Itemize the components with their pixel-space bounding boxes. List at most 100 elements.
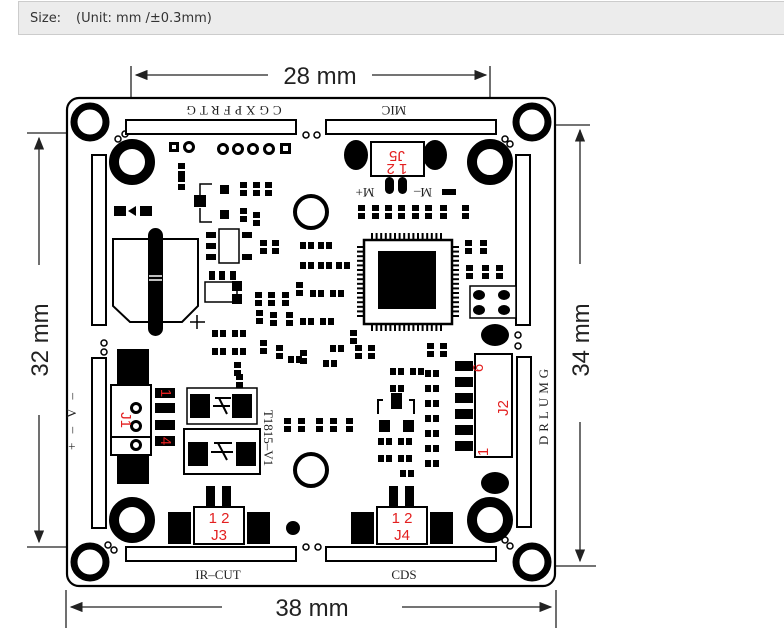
passive-pad (398, 385, 404, 392)
passive-pad (212, 348, 218, 355)
passive-pad (425, 370, 431, 377)
silk-right: DRLUMG (536, 365, 551, 445)
passive-pad (408, 470, 414, 477)
mounting-hole (467, 139, 513, 185)
mounting-hole (512, 102, 552, 142)
j5-name: J5 (389, 147, 405, 164)
passive-pad (232, 348, 238, 355)
passive-pad (386, 455, 392, 462)
j1-pin-last: 4 (157, 437, 174, 445)
passive-pad (260, 248, 267, 254)
passive-pad (425, 430, 431, 437)
header-top-left (125, 119, 297, 135)
passive-pad (433, 415, 439, 422)
passive-pad (433, 385, 439, 392)
silk-top-left: CGXPFRTG (182, 103, 281, 118)
passive-pad (378, 455, 384, 462)
passive-pad (398, 438, 404, 445)
header-bottom-left (125, 546, 297, 562)
passive-pad (236, 374, 243, 380)
mounting-holes (70, 102, 552, 582)
header-left-top (91, 154, 107, 326)
mounting-hole (293, 194, 329, 230)
passive-pad (220, 330, 226, 337)
mounting-hole (109, 497, 155, 543)
passive-pad (253, 212, 260, 218)
passive-pad (368, 353, 375, 359)
passive-pad (323, 360, 329, 367)
passive-pad (286, 320, 293, 326)
passive-pad (410, 368, 416, 375)
passive-pad (330, 426, 337, 432)
passive-pad (427, 343, 434, 349)
header-left-bottom (91, 357, 107, 529)
passive-pad (482, 273, 489, 279)
passive-pad (330, 290, 336, 297)
dimension-bottom-label: 38 mm (275, 595, 348, 622)
connector-j2: 6 J2 1 (455, 353, 513, 494)
passive-pad (433, 400, 439, 407)
passive-pad (358, 213, 365, 219)
passive-pad (268, 292, 275, 298)
transistor-bracket (377, 393, 415, 432)
passive-pad (178, 171, 185, 177)
passive-pad (412, 213, 419, 219)
dimension-left-label: 32 mm (27, 303, 54, 376)
passive-pad (427, 351, 434, 357)
passive-pad (465, 248, 472, 254)
j4-pins: 1 2 (392, 510, 413, 527)
j1-name: J1 (117, 412, 134, 428)
passive-pad (234, 362, 241, 368)
passive-pad (276, 345, 283, 351)
passive-pad (256, 310, 263, 316)
mounting-hole (109, 139, 155, 185)
passive-pad (425, 205, 432, 211)
passive-pad (318, 290, 324, 297)
passive-pad (240, 208, 247, 214)
passive-pad (331, 360, 337, 367)
passive-pad (284, 418, 291, 424)
passive-pad (465, 240, 472, 246)
size-label: Size: (30, 11, 62, 26)
passive-pad (358, 205, 365, 211)
header-right-bottom (516, 356, 532, 528)
passive-pad (440, 213, 447, 219)
silk-top-right: MIC (382, 103, 407, 118)
passive-pad (398, 455, 404, 462)
passive-pad (338, 345, 344, 352)
passive-pad (253, 190, 260, 196)
passive-pad (240, 216, 247, 222)
passive-pad (296, 290, 303, 296)
passive-pad (240, 182, 247, 188)
passive-pad (346, 418, 353, 424)
header-top-right (325, 119, 497, 135)
regulator (194, 183, 229, 223)
passive-pad (308, 318, 314, 325)
passive-pad (178, 163, 185, 169)
passive-pad (300, 262, 306, 269)
j2-pin-first: 1 (475, 448, 492, 456)
j1-pin-first: 1 (157, 389, 174, 397)
dimension-right-label: 34 mm (568, 303, 595, 376)
connector-j3: 1 2 J3 (168, 486, 270, 545)
passive-pad (310, 290, 316, 297)
passive-pad (282, 300, 289, 306)
passive-pad (355, 345, 362, 351)
j3-name: J3 (211, 527, 227, 544)
passive-pad (466, 265, 473, 271)
passive-pad (390, 368, 396, 375)
passive-pad (308, 262, 314, 269)
passive-pad (288, 356, 294, 363)
passive-components (178, 163, 503, 477)
passive-pad (398, 213, 405, 219)
size-header-bar: Size: (Unit: mm /±0.3mm) (18, 1, 784, 35)
passive-pad (462, 213, 469, 219)
passive-pad (482, 265, 489, 271)
mounting-hole (70, 542, 110, 582)
passive-pad (398, 205, 405, 211)
passive-pad (260, 340, 267, 346)
j2-name: J2 (495, 400, 512, 416)
passive-pad (433, 445, 439, 452)
passive-pad (300, 350, 307, 356)
